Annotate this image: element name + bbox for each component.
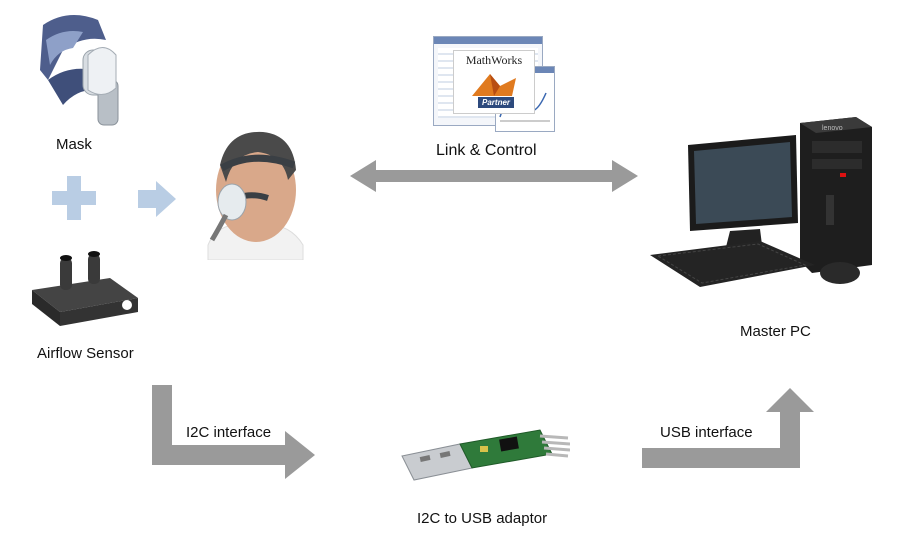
mask-label: Mask <box>56 136 92 153</box>
membrane-logo-icon <box>472 74 516 96</box>
usb-interface-label: USB interface <box>660 424 753 441</box>
mask-image <box>28 10 133 135</box>
i2c-usb-adaptor-image <box>400 428 570 488</box>
master-pc-image <box>640 105 885 300</box>
airflow-sensor-image <box>30 250 140 330</box>
link-control-label: Link & Control <box>436 142 537 159</box>
master-pc-label: Master PC <box>740 323 811 340</box>
adaptor-label: I2C to USB adaptor <box>417 510 548 527</box>
i2c-interface-arrow <box>150 385 320 485</box>
i2c-interface-label: I2C interface <box>186 424 272 441</box>
pc-brand-badge: lenovo <box>822 125 843 132</box>
plus-icon <box>52 176 96 220</box>
link-control-arrow <box>350 160 638 192</box>
partner-badge: Partner <box>478 97 515 108</box>
mathworks-brand: MathWorks <box>465 53 523 67</box>
mathworks-logo: MathWorks Partner <box>453 50 535 114</box>
patient-image <box>198 120 310 260</box>
mathworks-software-image: MathWorks Partner <box>433 36 555 132</box>
right-arrow-icon <box>138 181 176 217</box>
usb-interface-arrow <box>640 388 815 480</box>
airflow-sensor-label: Airflow Sensor <box>37 345 134 362</box>
